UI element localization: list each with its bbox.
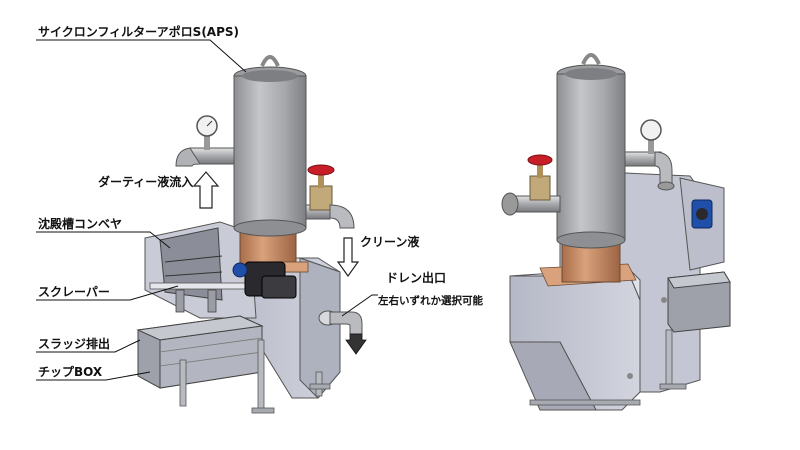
clean-outflow-arrow-icon <box>336 237 360 278</box>
label-chip-box: チップBOX <box>38 364 103 379</box>
scraper-bar <box>149 282 251 290</box>
valve-handwheel-icon <box>307 164 335 176</box>
cyclone-cylinder <box>233 75 307 229</box>
drain-arrow-icon <box>345 333 367 355</box>
valve-body <box>309 185 333 211</box>
inflow-arrow-icon <box>192 171 220 209</box>
pressure-gauge-rear-icon <box>640 119 662 141</box>
cyclone-cylinder-rear <box>556 73 626 241</box>
label-sludge-discharge: スラッジ排出 <box>38 336 110 351</box>
label-clean-liquid: クリーン液 <box>360 234 419 249</box>
label-scraper: スクレーパー <box>38 285 110 299</box>
right-assembly <box>501 53 731 411</box>
left-assembly <box>136 55 367 414</box>
lifting-eye <box>260 55 280 67</box>
label-settling-tank: 沈殿槽コンベヤ <box>38 216 122 231</box>
label-drain-outlet: ドレン出口 <box>386 270 446 285</box>
conveyor-face <box>159 227 223 301</box>
label-cyclone-filter: サイクロンフィルターアポロS(APS) <box>38 24 239 39</box>
label-drain-note: 左右いずれか選択可能 <box>377 294 483 307</box>
valve-handwheel-rear-icon <box>527 154 553 166</box>
leader-lines <box>36 39 378 381</box>
label-dirty-inlet: ダーティー液流入 <box>98 174 193 189</box>
